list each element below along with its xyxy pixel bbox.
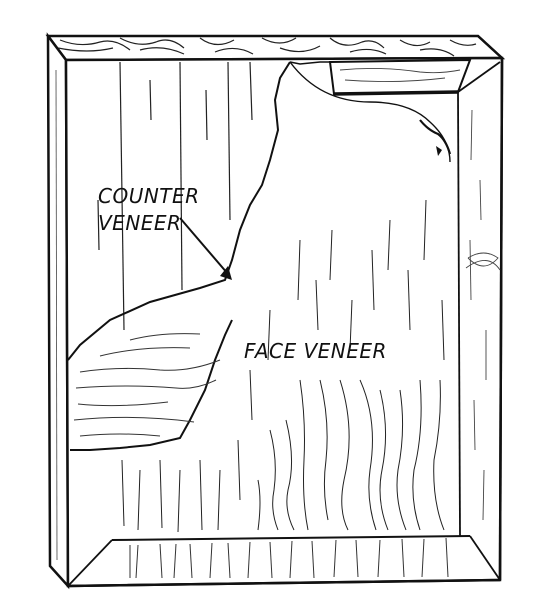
panel-bottom-frame: [67, 535, 501, 588]
face-veneer-boundary: [67, 61, 452, 451]
labels: COUNTER VENEER FACE VENEER: [98, 184, 387, 363]
counter-veneer-crossband: [73, 333, 221, 437]
panel-face: [64, 56, 504, 588]
label-counter-veneer-line1: COUNTER: [98, 184, 200, 208]
panel-top-edge: [45, 34, 506, 62]
panel-right-frame: [457, 61, 501, 537]
label-counter-veneer-line2: VENEER: [98, 211, 181, 235]
label-face-veneer: FACE VENEER: [244, 339, 387, 363]
leader-arrow: [179, 217, 232, 280]
counter-veneer-grain: [97, 61, 253, 331]
panel-right-edge: [477, 35, 504, 581]
face-veneer-grain: [121, 199, 445, 533]
panel-top-frame: [328, 58, 472, 96]
